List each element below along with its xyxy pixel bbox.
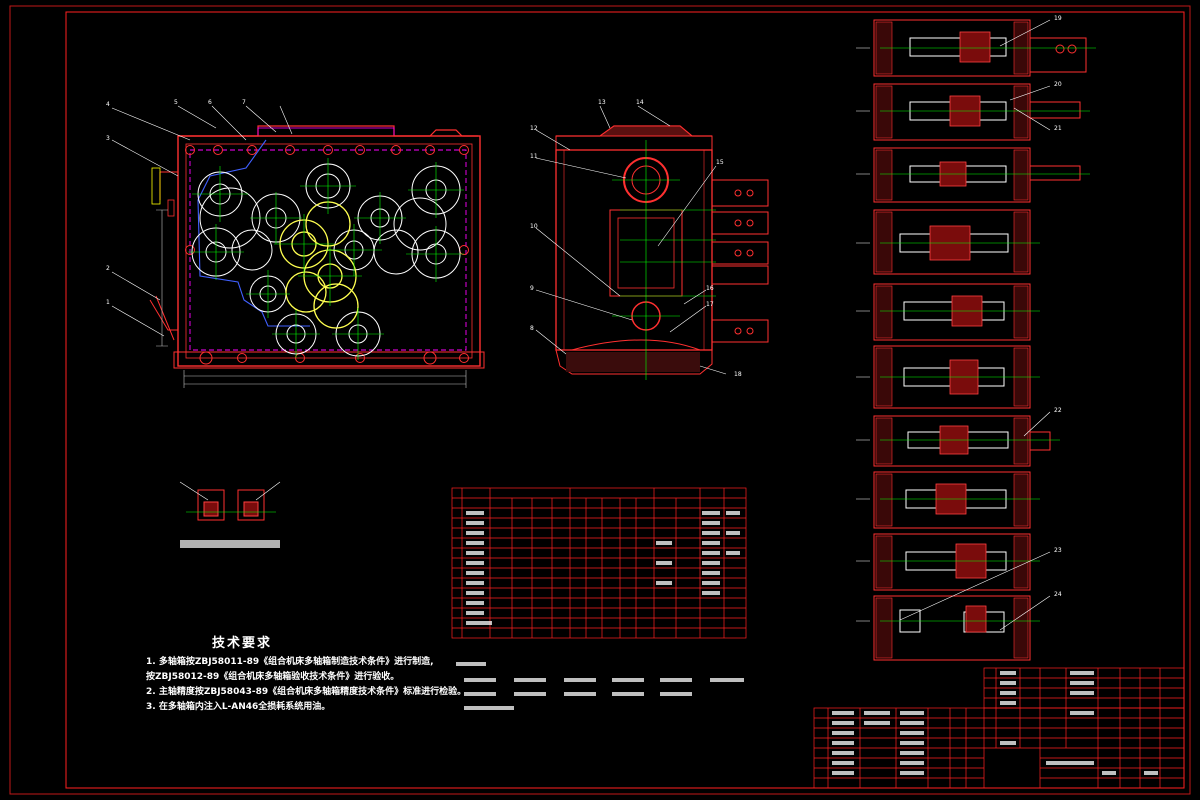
svg-text:9: 9 xyxy=(530,285,534,292)
svg-text:21: 21 xyxy=(1054,125,1062,132)
svg-text:20: 20 xyxy=(1054,81,1062,88)
front-view-leaders xyxy=(111,105,293,337)
front-view-labels: 4 3 2 1 5 6 7 xyxy=(106,99,246,306)
svg-text:1: 1 xyxy=(106,299,110,306)
side-section-labels: 12 11 10 9 8 13 14 15 16 17 18 xyxy=(530,99,742,378)
svg-text:2: 2 xyxy=(106,265,110,272)
svg-text:8: 8 xyxy=(530,325,534,332)
requirement-line-2: 按ZBJ58012-89《组合机床多轴箱验收技术条件》进行验收。 xyxy=(146,672,400,682)
svg-text:16: 16 xyxy=(706,285,714,292)
title-block-text-marks xyxy=(832,671,1158,775)
front-view-gearbox xyxy=(149,125,485,388)
gear-circles xyxy=(188,158,464,360)
requirement-line-3: 2. 主轴精度按ZBJ58043-89《组合机床多轴箱精度技术条件》标准进行检验… xyxy=(146,687,467,697)
requirement-line-4: 3. 在多轴箱内注入L-AN46全损耗系统用油。 xyxy=(146,702,331,712)
svg-text:18: 18 xyxy=(734,371,742,378)
shaft-column-labels: 19 20 21 22 23 24 xyxy=(1054,15,1062,598)
svg-text:24: 24 xyxy=(1054,591,1062,598)
sheet-inner-frame xyxy=(65,11,1185,789)
lubrication-detail xyxy=(179,481,281,548)
svg-text:4: 4 xyxy=(106,101,110,108)
svg-text:17: 17 xyxy=(706,301,714,308)
bolt-legend-row xyxy=(456,662,744,710)
shaft-detail-column xyxy=(856,19,1096,661)
technical-requirements-title: 技术要求 xyxy=(212,636,273,651)
svg-text:3: 3 xyxy=(106,135,110,142)
svg-text:15: 15 xyxy=(716,159,724,166)
svg-text:7: 7 xyxy=(242,99,246,106)
side-section-view xyxy=(535,105,769,380)
svg-text:11: 11 xyxy=(530,153,538,160)
svg-text:10: 10 xyxy=(530,223,538,230)
spindle-parameter-table xyxy=(451,487,747,639)
svg-text:5: 5 xyxy=(174,99,178,106)
requirement-line-1: 1. 多轴箱按ZBJ58011-89《组合机床多轴箱制造技术条件》进行制造, xyxy=(146,657,434,667)
spindle-table-cell-marks xyxy=(466,511,740,625)
svg-text:14: 14 xyxy=(636,99,644,106)
svg-text:13: 13 xyxy=(598,99,606,106)
title-block xyxy=(813,667,1185,789)
svg-text:6: 6 xyxy=(208,99,212,106)
svg-text:19: 19 xyxy=(1054,15,1062,22)
svg-text:22: 22 xyxy=(1054,407,1062,414)
svg-text:12: 12 xyxy=(530,125,538,132)
sheet-outer-frame xyxy=(9,5,1191,795)
svg-text:23: 23 xyxy=(1054,547,1062,554)
